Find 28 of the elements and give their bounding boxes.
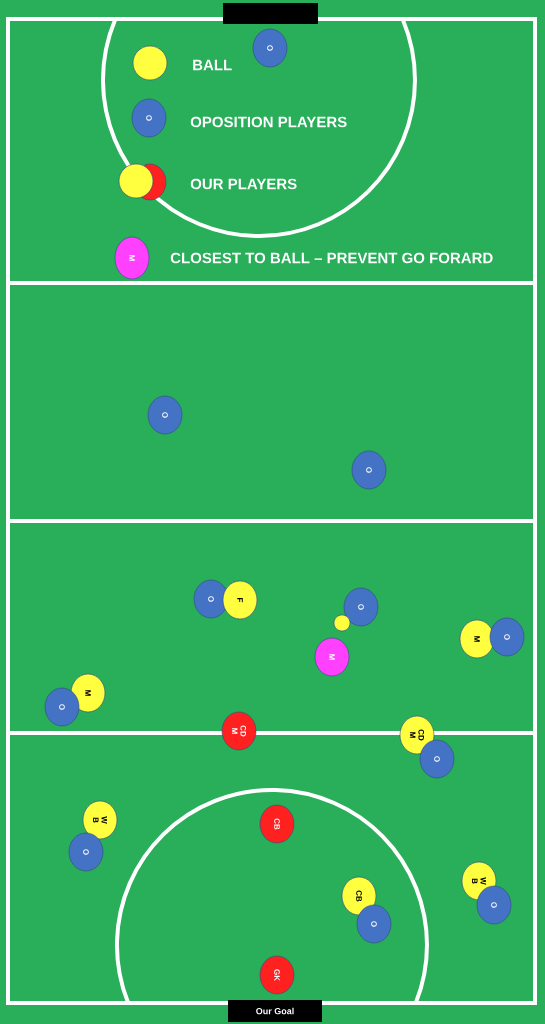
goal: Our Goal: [228, 1000, 322, 1022]
legend-text: CLOSEST TO BALL – PREVENT GO FORARD: [170, 252, 493, 264]
player-token: O: [489, 617, 525, 657]
legend-text: BALL: [193, 59, 232, 71]
player-token: M: [314, 637, 350, 677]
player-token: CD M: [399, 715, 435, 755]
player-token: W B: [82, 800, 118, 840]
player-token: GK: [259, 955, 295, 995]
player-token: M: [70, 673, 106, 713]
legend-text: OUR PLAYERS: [190, 178, 297, 190]
player-token: O: [147, 395, 183, 435]
player-token: O: [343, 587, 379, 627]
player-token: F: [222, 580, 258, 620]
player-token: O: [68, 832, 104, 872]
player-token: CB: [341, 876, 377, 916]
swatch-letter: M: [129, 255, 135, 261]
legend-text: OPOSITION PLAYERS: [190, 116, 347, 128]
player-token: O: [193, 579, 229, 619]
player-token: CD M: [221, 711, 257, 751]
player-token: O: [351, 450, 387, 490]
ball: [333, 614, 351, 632]
player-token: O: [476, 885, 512, 925]
player-token: M: [459, 619, 495, 659]
player-token: O: [252, 28, 288, 68]
player-token: O: [44, 687, 80, 727]
swatch-letter: O: [146, 115, 152, 121]
player-token: O: [356, 904, 392, 944]
player-token: CB: [259, 804, 295, 844]
